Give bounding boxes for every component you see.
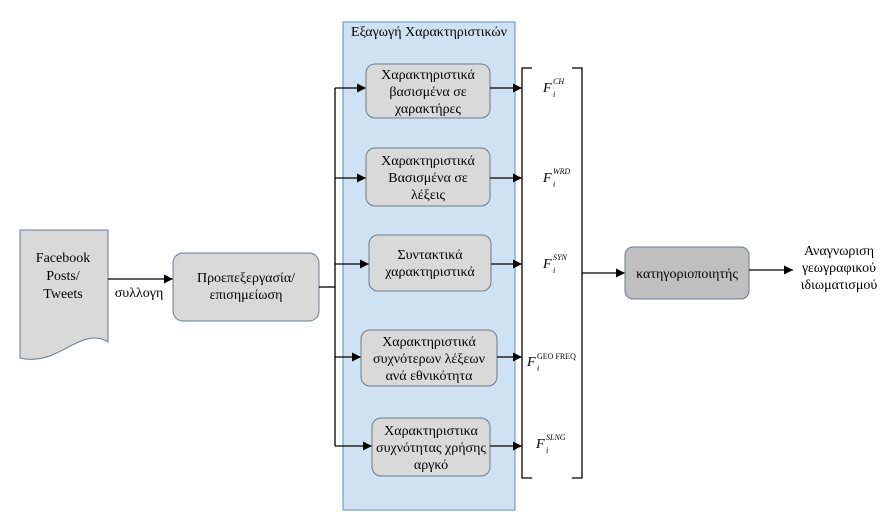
feature-boxes: Χαρακτηριστικά βασισμένα σε χαρακτήρες Χ… bbox=[360, 63, 498, 477]
source-line-2: Posts/ bbox=[46, 269, 80, 284]
svg-text:i: i bbox=[553, 180, 555, 189]
svg-text:F: F bbox=[542, 81, 552, 96]
preprocess-line-1: Προεπεξεργασία/ bbox=[197, 271, 295, 286]
feature-box-geo-freq: Χαρακτηριστικά συχνότερων λέξεων ανά εθν… bbox=[360, 329, 498, 387]
feature-word-line-3: λέξεις bbox=[411, 188, 446, 203]
output-line-2: γεωγραφικού bbox=[801, 261, 876, 276]
feature-slang-line-2: συχνότητας χρήσης bbox=[376, 441, 486, 456]
svg-text:CH: CH bbox=[553, 77, 565, 86]
feature-word-line-2: Βασισμένα σε bbox=[388, 171, 468, 186]
feature-box-syntax: Συντακτικά χαρακτηριστικά bbox=[368, 234, 492, 292]
feature-box-slang: Χαρακτηριστικα συχνότητας χρήσης αργκό bbox=[371, 417, 491, 477]
feature-char-line-3: χαρακτήρες bbox=[394, 102, 461, 117]
source-line-1: Facebook bbox=[36, 251, 90, 266]
feature-slang-line-1: Χαρακτηριστικα bbox=[384, 424, 478, 439]
svg-text:F: F bbox=[542, 171, 552, 186]
classifier-label: κατηγοριοποιητής bbox=[636, 267, 738, 282]
branch-connectors bbox=[319, 83, 372, 451]
svg-text:F: F bbox=[535, 437, 545, 452]
symbol-slng: F i SLNG bbox=[535, 433, 566, 455]
feature-geo-line-2: συχνότερων λέξεων bbox=[373, 352, 485, 367]
output-line-1: Αναγνωριση bbox=[804, 244, 874, 259]
svg-text:SLNG: SLNG bbox=[546, 433, 566, 442]
svg-text:i: i bbox=[537, 364, 539, 373]
source-document: Facebook Posts/ Tweets bbox=[19, 229, 109, 360]
feature-syntax-line-2: χαρακτηριστικά bbox=[384, 265, 475, 280]
preprocess-line-2: επισημείωση bbox=[210, 288, 283, 303]
feature-box-word: Χαρακτηριστικά Βασισμένα σε λέξεις bbox=[365, 147, 491, 207]
svg-text:WRD: WRD bbox=[553, 167, 571, 176]
symbol-ch: F i CH bbox=[542, 77, 565, 99]
feature-geo-line-3: ανά εθνικότητα bbox=[386, 369, 474, 384]
feature-symbols: F i CH F i WRD F i SYN F i GEO FREQ F i … bbox=[526, 77, 576, 455]
collection-label: συλλογη bbox=[115, 286, 164, 301]
svg-text:SYN: SYN bbox=[553, 253, 567, 262]
feature-arrows bbox=[490, 83, 522, 451]
symbol-syn: F i SYN bbox=[542, 253, 567, 275]
panel-title: Εξαγωγή Χαρακτηριστικών bbox=[351, 25, 507, 40]
classifier-box: κατηγοριοποιητής bbox=[624, 246, 750, 300]
feature-vector-bracket bbox=[521, 67, 583, 479]
feature-char-line-1: Χαρακτηριστικά bbox=[381, 68, 475, 83]
svg-text:GEO FREQ: GEO FREQ bbox=[537, 352, 576, 361]
feature-slang-line-3: αργκό bbox=[414, 458, 448, 473]
symbol-geo-freq: F i GEO FREQ bbox=[526, 352, 576, 373]
svg-text:F: F bbox=[526, 355, 536, 370]
svg-text:i: i bbox=[553, 90, 555, 99]
output-label: Αναγνωριση γεωγραφικού ιδιωματισμού bbox=[801, 244, 878, 293]
svg-text:i: i bbox=[546, 446, 548, 455]
source-line-3: Tweets bbox=[43, 287, 82, 302]
symbol-wrd: F i WRD bbox=[542, 167, 571, 189]
svg-text:F: F bbox=[542, 257, 552, 272]
feature-geo-line-1: Χαρακτηριστικά bbox=[382, 335, 476, 350]
svg-text:i: i bbox=[553, 266, 555, 275]
feature-word-line-1: Χαρακτηριστικά bbox=[381, 154, 475, 169]
preprocess-box: Προεπεξεργασία/ επισημείωση bbox=[172, 252, 320, 322]
feature-box-char: Χαρακτηριστικά βασισμένα σε χαρακτήρες bbox=[365, 63, 491, 119]
feature-char-line-2: βασισμένα σε bbox=[389, 85, 466, 100]
feature-syntax-line-1: Συντακτικά bbox=[397, 248, 463, 263]
output-line-3: ιδιωματισμού bbox=[801, 278, 878, 293]
